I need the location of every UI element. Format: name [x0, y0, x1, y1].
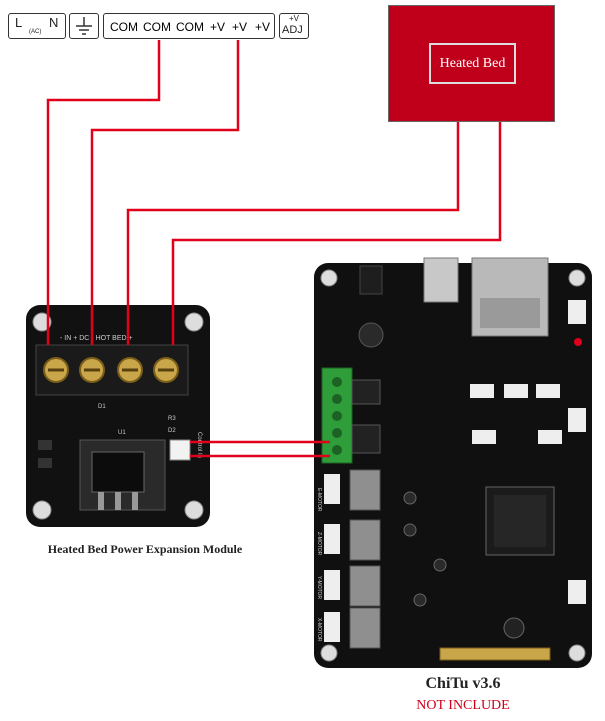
- wires: [46, 40, 502, 458]
- terminal-label-com-1: COM: [110, 20, 138, 34]
- adj-top-label: +V: [289, 14, 300, 23]
- power-module-caption: Heated Bed Power Expansion Module: [47, 542, 243, 556]
- board-power-terminals: [321, 367, 353, 464]
- wire-vplus: [90, 40, 240, 345]
- terminal-label-com-3: COM: [176, 20, 204, 34]
- ac-label: (AC): [29, 29, 42, 35]
- adj-terminal: +V ADJ: [279, 13, 309, 39]
- adj-bottom-label: ADJ: [282, 24, 303, 36]
- z-motor-label: Z-MOTOR: [316, 532, 322, 556]
- ground-icon: [76, 17, 92, 35]
- module-silk-d1: D1: [98, 404, 106, 410]
- e-motor-label: E-MOTOR: [316, 488, 322, 512]
- screw-terminals: [43, 357, 179, 383]
- heated-bed-label: Heated Bed: [429, 43, 516, 84]
- wire-bed-pos: [171, 122, 502, 345]
- x-motor-label: X-MOTOR: [316, 618, 322, 642]
- wire-bed-neg: [126, 122, 460, 345]
- y-motor-label: Y-MOTOR: [316, 576, 322, 599]
- terminal-label-v-1: +V: [210, 20, 226, 34]
- terminal-label-com-2: COM: [143, 20, 171, 34]
- terminal-label-v-3: +V: [255, 20, 271, 34]
- module-silk-control: Control In: [196, 432, 202, 458]
- line-label: L: [15, 15, 23, 30]
- not-include-caption: NOT INCLUDE: [416, 698, 510, 713]
- control-in-connector: [169, 439, 191, 461]
- terminal-label-v-2: +V: [232, 20, 248, 34]
- board-name-caption: ChiTu v3.6: [425, 675, 501, 692]
- ground-terminal: [69, 13, 99, 39]
- module-silk-r3: R3: [168, 416, 176, 422]
- module-silk-u1: U1: [118, 430, 126, 436]
- module-silk-d2: D2: [168, 428, 176, 434]
- wire-com: [46, 40, 161, 345]
- dc-output-terminals: COM COM COM +V +V +V: [103, 13, 275, 39]
- chitu-board: E-MOTOR Z-MOTOR Y-MOTOR X-MOTOR: [314, 257, 592, 668]
- heated-bed: Heated Bed: [388, 5, 555, 122]
- power-expansion-module: - IN + DC - HOT BED + D1 U1 R3 D2 Contro…: [26, 305, 210, 527]
- neutral-label: N: [49, 15, 59, 30]
- ac-input-terminal: L (AC) N: [8, 13, 66, 39]
- stepper-drivers: [324, 469, 381, 649]
- module-silk-top: - IN + DC - HOT BED +: [60, 335, 133, 342]
